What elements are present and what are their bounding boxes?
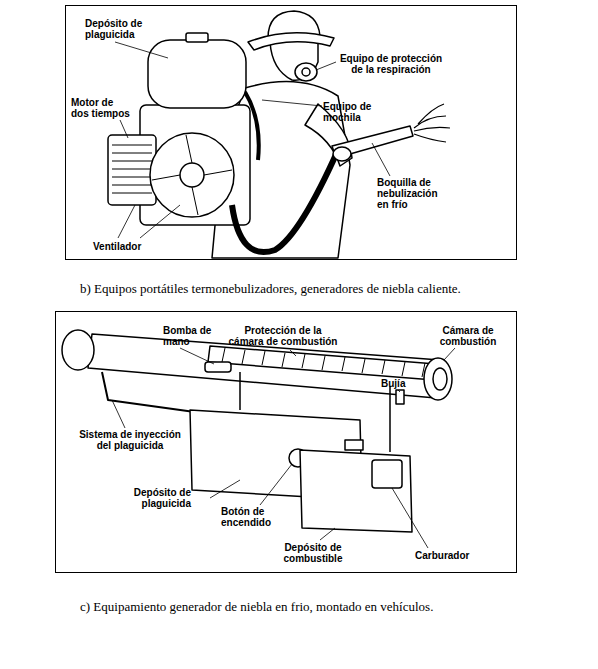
leader-line [120, 120, 128, 138]
tank-cap [186, 33, 208, 42]
part-label: Bujía [381, 378, 421, 389]
part-label: Depósito de plaguicida [129, 487, 191, 509]
spark-plug [396, 390, 404, 404]
leader-lines-b [115, 42, 390, 238]
part-label: Equipo de protección de la respiración [337, 53, 445, 75]
thermal-fogger [62, 330, 452, 532]
hat-brim [248, 33, 334, 50]
fan-hub [180, 163, 204, 187]
leader-line [316, 62, 336, 70]
fan-housing [150, 133, 234, 217]
figure-caption: b) Equipos portátiles termonebulizadores… [80, 281, 461, 296]
engine-fins [112, 145, 152, 193]
hose [232, 150, 338, 252]
operator-hand [333, 147, 351, 161]
leader-line [444, 348, 455, 360]
respirator-filter [302, 68, 310, 76]
hand-pump [205, 362, 231, 372]
operator-head [270, 40, 318, 80]
leader-line [262, 100, 322, 106]
fuel-tank [300, 450, 412, 532]
figure-caption: c) Equipamiento generador de niebla en f… [80, 599, 433, 614]
leader-line [118, 205, 180, 238]
part-label: Sistema de inyección del plaguicida [75, 429, 185, 451]
fuel-cap [345, 440, 363, 450]
guard-hatching [222, 348, 425, 377]
carburetor [372, 460, 402, 488]
pesticide-tank [148, 40, 246, 108]
leader-line [290, 350, 296, 356]
tube-end-cap [62, 330, 94, 370]
part-label: Depósito de combustible [281, 542, 345, 564]
leader-line [398, 390, 400, 392]
backpack-sprayer [108, 11, 450, 258]
leader-line [180, 348, 214, 364]
fan-blades [152, 135, 232, 215]
part-label: Boquilla de nebulización en frío [377, 177, 443, 210]
leader-line [210, 480, 240, 498]
illustration-panel: Depósito de plaguicidaEquipo de protecci… [65, 5, 517, 260]
respirator [295, 63, 317, 81]
part-label: Botón de encendido [221, 506, 279, 528]
engine [108, 135, 156, 205]
part-label: Cámara de combustión [433, 325, 503, 347]
illustration-panel: Bomba de mano Protección de la cámara de … [55, 311, 517, 573]
support-bracket [240, 372, 390, 452]
part-label: Equipo de mochila [323, 101, 373, 123]
part-label: Bomba de mano [163, 325, 213, 347]
combustion-guard [208, 346, 436, 380]
part-label: Carburador [415, 550, 485, 561]
combustion-chamber [424, 358, 452, 400]
part-label: Protección de la cámara de combustión [227, 325, 339, 347]
part-label: Ventilador [93, 241, 163, 252]
part-label: Depósito de plaguicida [85, 18, 147, 40]
leader-line [392, 488, 428, 548]
leader-line [320, 528, 335, 540]
part-label: Motor de dos tiempos [71, 97, 132, 119]
leader-line [372, 143, 390, 176]
leader-line [260, 464, 292, 505]
leader-line [115, 42, 168, 58]
leader-line [112, 400, 125, 428]
leader-lines-c [112, 348, 455, 548]
fog-spray [414, 104, 450, 142]
chamber-opening [433, 368, 447, 390]
